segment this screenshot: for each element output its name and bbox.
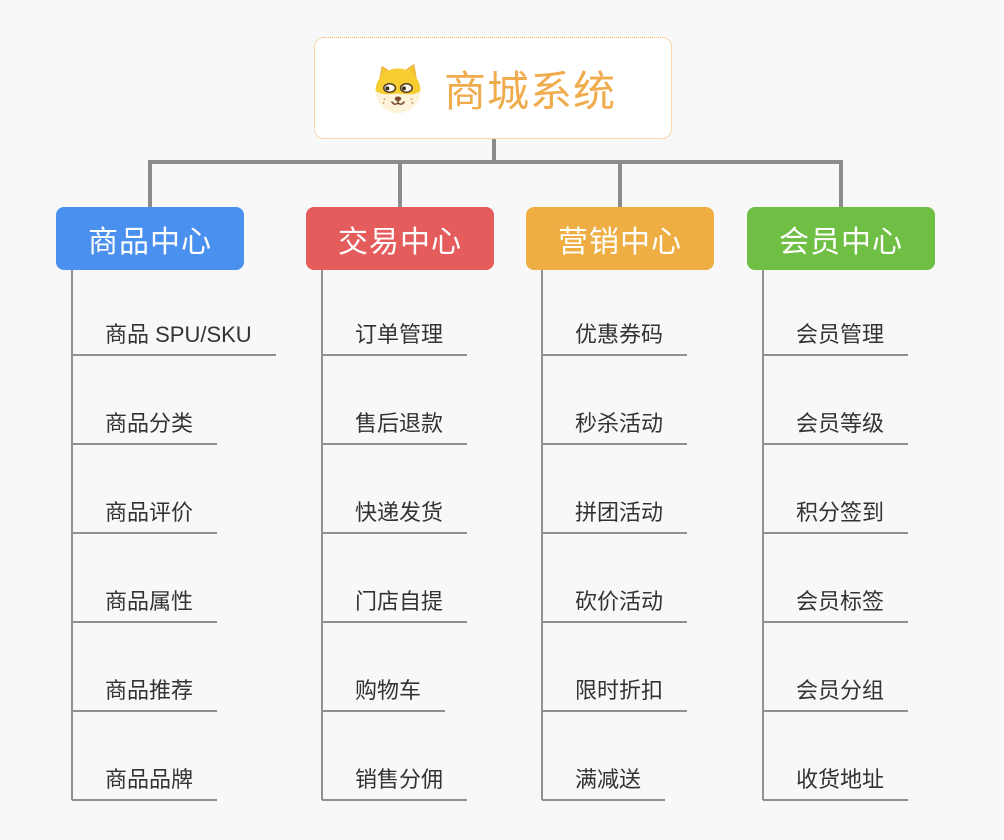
leaf-topic-label: 收货地址 xyxy=(796,767,885,792)
connector-bus xyxy=(148,160,843,164)
connector-spine-marketing-center xyxy=(541,270,543,800)
leaf-topic-label: 商品品牌 xyxy=(105,767,194,792)
leaf-topic[interactable]: 快递发货 xyxy=(322,445,468,534)
leaf-topic[interactable]: 秒杀活动 xyxy=(542,356,688,445)
leaf-topic-label: 秒杀活动 xyxy=(575,411,664,436)
leaf-topic-label: 商品 SPU/SKU xyxy=(105,322,252,347)
connector-spine-member-center xyxy=(762,270,764,800)
connector-drop-marketing-center xyxy=(618,160,622,207)
leaf-topic-label: 快递发货 xyxy=(355,500,444,525)
branch-node-product-center[interactable]: 商品中心 xyxy=(56,207,244,270)
leaf-column-marketing-center: 优惠券码秒杀活动拼团活动砍价活动限时折扣满减送 xyxy=(542,267,688,801)
branch-label: 营销中心 xyxy=(558,225,682,259)
leaf-column-product-center: 商品 SPU/SKU 商品分类商品评价商品属性商品推荐商品品牌 xyxy=(72,267,276,801)
leaf-column-trade-center: 订单管理售后退款快递发货门店自提购物车销售分佣 xyxy=(322,267,468,801)
leaf-topic-label: 会员标签 xyxy=(796,589,885,614)
connector-spine-trade-center xyxy=(321,270,323,800)
branch-node-member-center[interactable]: 会员中心 xyxy=(747,207,935,270)
leaf-topic[interactable]: 商品推荐 xyxy=(72,623,218,712)
leaf-topic-label: 商品分类 xyxy=(105,411,194,436)
leaf-topic-label: 砍价活动 xyxy=(575,589,664,614)
connector-drop-product-center xyxy=(148,160,152,207)
branch-node-marketing-center[interactable]: 营销中心 xyxy=(526,207,714,270)
leaf-topic-label: 会员分组 xyxy=(796,678,885,703)
branch-label: 商品中心 xyxy=(88,225,212,259)
leaf-column-member-center: 会员管理会员等级积分签到会员标签会员分组收货地址 xyxy=(763,267,909,801)
leaf-topic[interactable]: 会员等级 xyxy=(763,356,909,445)
doge-face-icon xyxy=(375,64,421,114)
leaf-topic-label: 满减送 xyxy=(575,767,642,792)
leaf-topic[interactable]: 商品评价 xyxy=(72,445,218,534)
connector-drop-member-center xyxy=(839,160,843,207)
leaf-topic[interactable]: 门店自提 xyxy=(322,534,468,623)
leaf-topic[interactable]: 拼团活动 xyxy=(542,445,688,534)
leaf-topic-label: 商品评价 xyxy=(105,500,194,525)
leaf-topic[interactable]: 售后退款 xyxy=(322,356,468,445)
leaf-topic[interactable]: 优惠券码 xyxy=(542,267,688,356)
leaf-topic-label: 限时折扣 xyxy=(575,678,664,703)
branch-node-trade-center[interactable]: 交易中心 xyxy=(306,207,494,270)
root-topic-node[interactable]: 商城系统 xyxy=(314,37,672,139)
leaf-topic[interactable]: 订单管理 xyxy=(322,267,468,356)
leaf-topic-label: 购物车 xyxy=(355,678,422,703)
connector-drop-trade-center xyxy=(398,160,402,207)
connector-root-drop xyxy=(492,138,496,164)
leaf-topic-label: 商品属性 xyxy=(105,589,194,614)
leaf-topic[interactable]: 商品品牌 xyxy=(72,712,218,801)
leaf-topic[interactable]: 收货地址 xyxy=(763,712,909,801)
leaf-topic-label: 门店自提 xyxy=(355,589,444,614)
leaf-topic-label: 拼团活动 xyxy=(575,500,664,525)
connector-spine-product-center xyxy=(71,270,73,800)
leaf-topic-label: 优惠券码 xyxy=(575,322,664,347)
leaf-topic[interactable]: 商品分类 xyxy=(72,356,218,445)
leaf-topic[interactable]: 商品 SPU/SKU xyxy=(72,267,276,356)
leaf-topic[interactable]: 销售分佣 xyxy=(322,712,468,801)
leaf-topic-label: 会员等级 xyxy=(796,411,885,436)
leaf-topic[interactable]: 积分签到 xyxy=(763,445,909,534)
leaf-topic-label: 商品推荐 xyxy=(105,678,194,703)
leaf-topic-label: 积分签到 xyxy=(796,500,885,525)
leaf-topic[interactable]: 限时折扣 xyxy=(542,623,688,712)
leaf-topic[interactable]: 购物车 xyxy=(322,623,446,712)
leaf-topic[interactable]: 会员分组 xyxy=(763,623,909,712)
leaf-topic[interactable]: 商品属性 xyxy=(72,534,218,623)
leaf-topic[interactable]: 会员标签 xyxy=(763,534,909,623)
leaf-topic-label: 会员管理 xyxy=(796,322,885,347)
leaf-topic[interactable]: 会员管理 xyxy=(763,267,909,356)
leaf-topic-label: 销售分佣 xyxy=(355,767,444,792)
root-topic-label: 商城系统 xyxy=(443,67,616,115)
branch-label: 会员中心 xyxy=(779,225,903,259)
leaf-topic[interactable]: 满减送 xyxy=(542,712,666,801)
leaf-topic[interactable]: 砍价活动 xyxy=(542,534,688,623)
leaf-topic-label: 订单管理 xyxy=(355,322,444,347)
branch-label: 交易中心 xyxy=(338,225,462,259)
leaf-topic-label: 售后退款 xyxy=(355,411,444,436)
